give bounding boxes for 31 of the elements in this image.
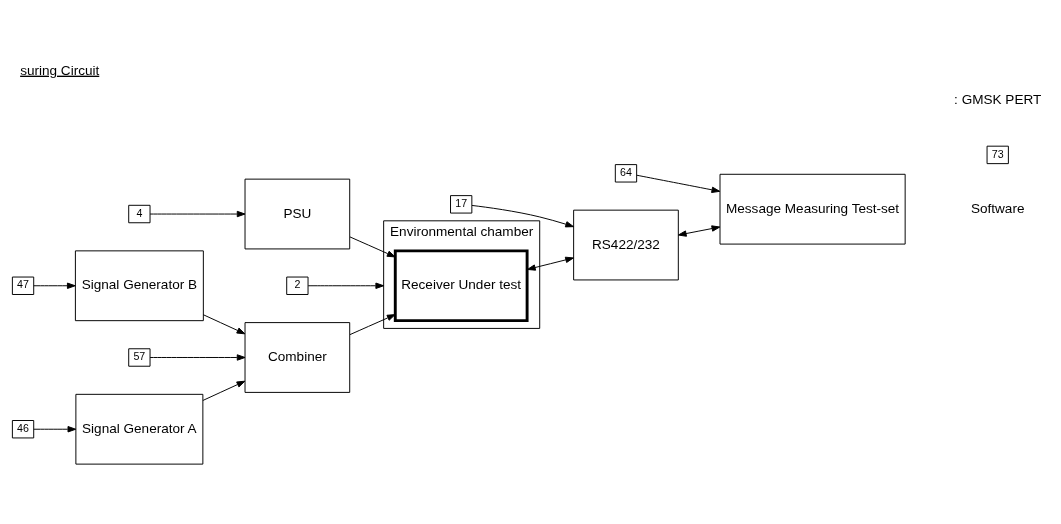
arrow — [307, 282, 385, 289]
arrow — [636, 174, 721, 193]
node-box: 17 — [450, 194, 473, 214]
node-box: Signal Generator B — [74, 249, 204, 321]
node-box: 2 — [286, 276, 309, 295]
arrow — [677, 224, 721, 237]
arrow — [471, 204, 574, 227]
label: : GMSK PERT — [954, 91, 1042, 107]
node-box: 73 — [986, 145, 1009, 164]
arrow — [202, 380, 246, 401]
node-box: 57 — [128, 347, 151, 367]
node-box: 47 — [11, 276, 35, 295]
node-box: Signal Generator A — [75, 393, 204, 465]
arrow — [526, 256, 574, 271]
diagram-title: suring Circuit — [20, 62, 100, 78]
node-box: Message Measuring Test-set — [719, 173, 906, 245]
node-box: RS422/232 — [573, 209, 679, 280]
node-box: 46 — [11, 419, 35, 438]
label: Software — [970, 200, 1025, 216]
arrow — [149, 210, 246, 217]
arrow — [349, 235, 396, 257]
node-box: 4 — [128, 204, 151, 223]
arrow — [33, 282, 76, 289]
arrow — [202, 313, 246, 334]
node-box: Combiner — [244, 321, 351, 393]
node-box: Receiver Under test — [393, 248, 529, 322]
node-box: PSU — [244, 178, 351, 249]
arrow — [349, 313, 396, 335]
arrow — [149, 353, 246, 361]
arrow — [33, 425, 77, 432]
node-box: 64 — [614, 163, 638, 183]
